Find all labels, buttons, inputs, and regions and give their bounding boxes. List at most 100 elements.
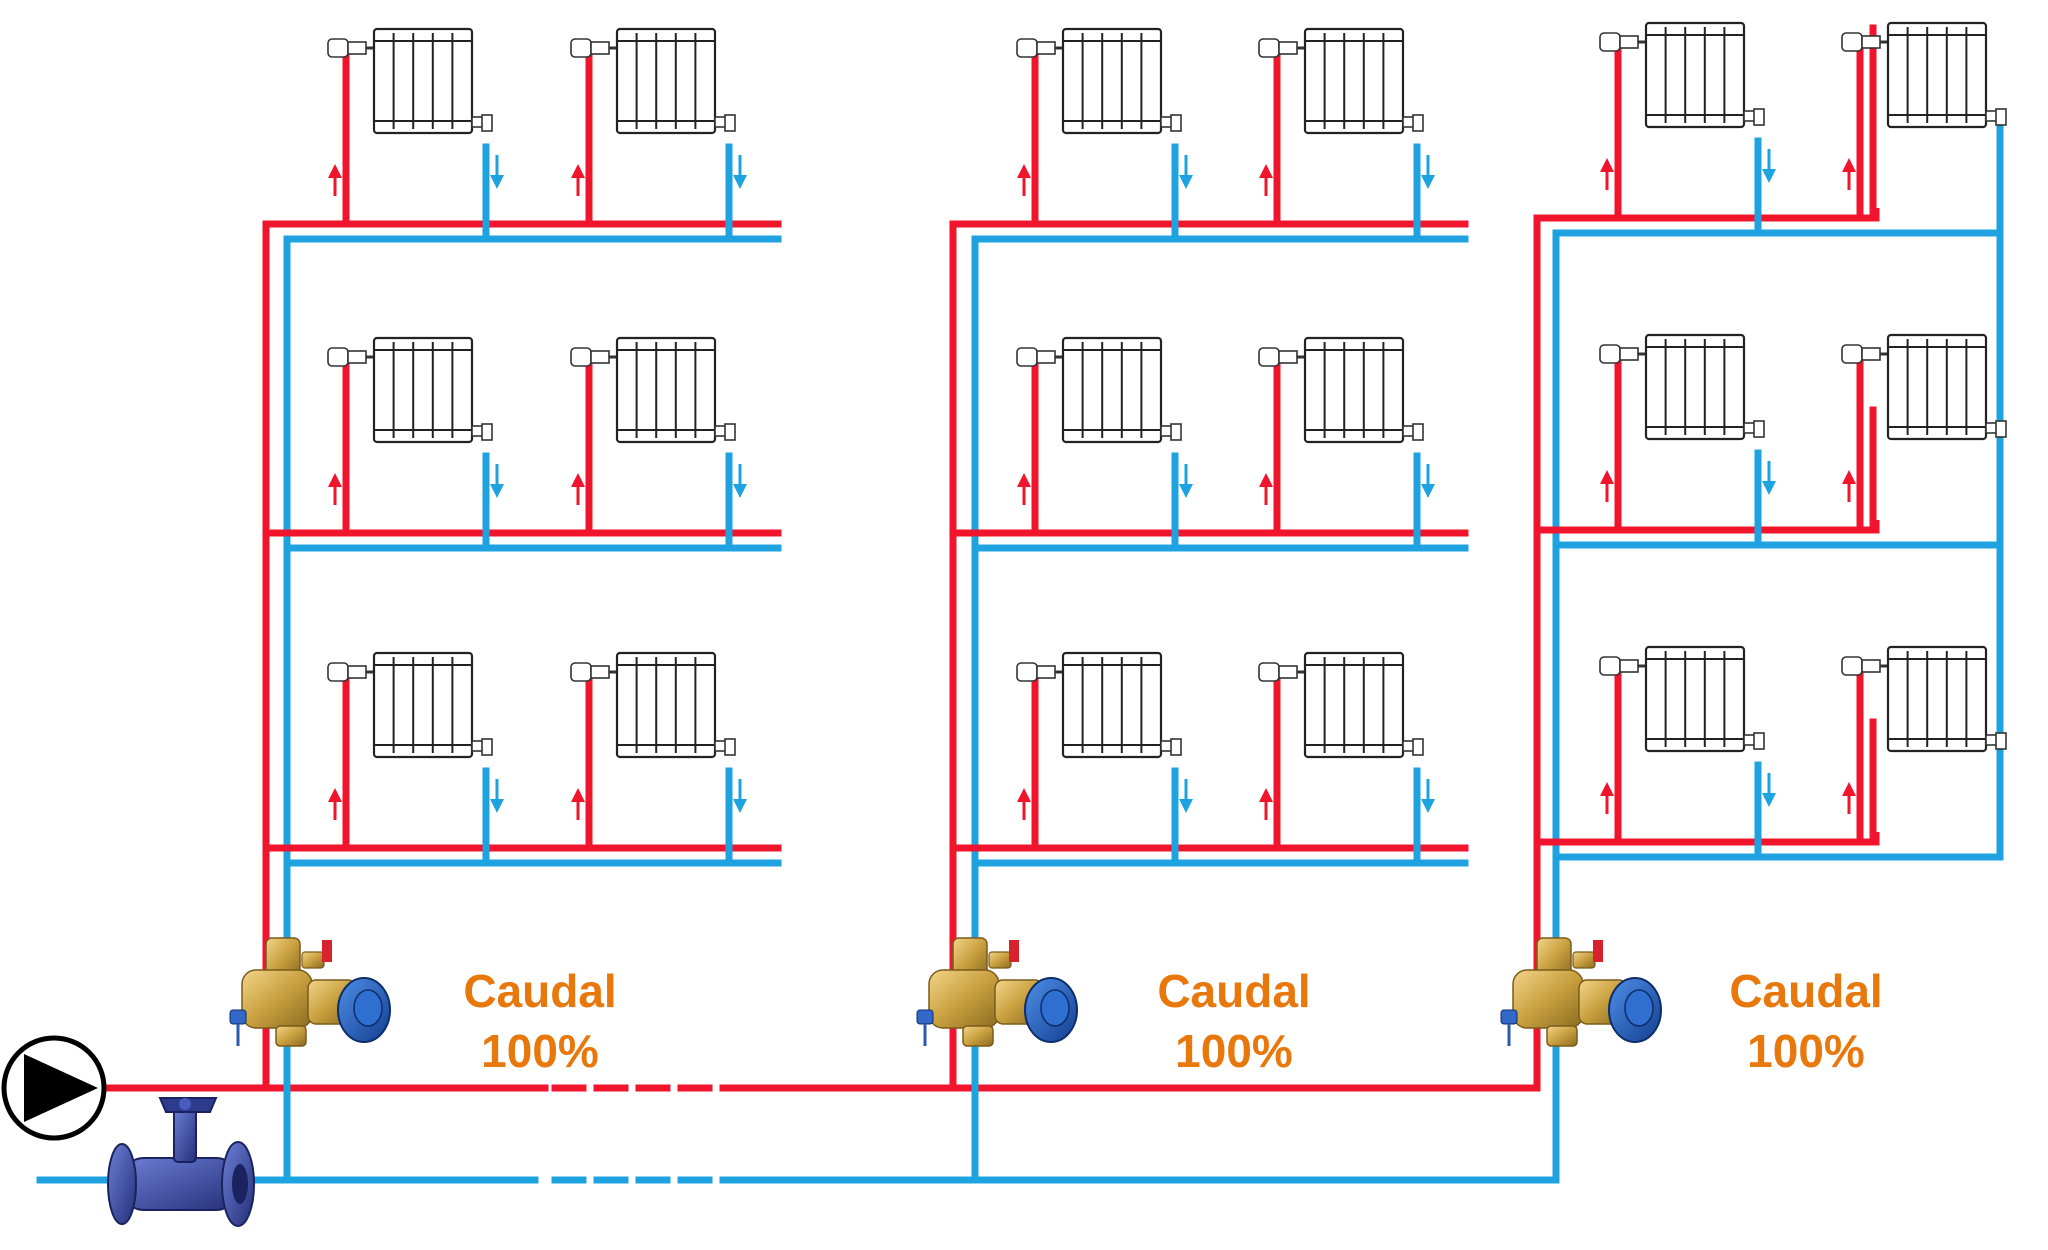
arrow-head	[328, 164, 342, 178]
arrow-head	[328, 473, 342, 487]
radiator-body	[1886, 333, 1988, 441]
radiator-body	[372, 27, 474, 135]
thermostatic-head-icon	[1016, 38, 1038, 58]
valve-body-icon	[347, 41, 367, 55]
radiator-body	[1303, 336, 1405, 444]
arrow-head	[1762, 793, 1776, 807]
radiator-body	[615, 651, 717, 759]
lockshield-cap	[1995, 732, 2007, 750]
arrow-head	[733, 799, 747, 813]
zone-3-flow-label-line2: 100%	[1747, 1025, 1865, 1077]
lockshield-cap	[1995, 108, 2007, 126]
pump-icon	[1, 1035, 107, 1141]
radiator-icon	[1258, 27, 1424, 135]
arrow-head	[733, 484, 747, 498]
zone-1-flow-label-line2: 100%	[481, 1025, 599, 1077]
valve-body-icon	[590, 41, 610, 55]
valve-body	[241, 969, 313, 1029]
thermostatic-head-icon	[570, 38, 592, 58]
arrow-down-icon	[1179, 464, 1193, 498]
arrow-down-icon	[1762, 149, 1776, 183]
arrow-head	[571, 164, 585, 178]
valve-body-icon	[1619, 347, 1639, 361]
thermostatic-head-icon	[1599, 656, 1621, 676]
arrow-up-icon	[328, 788, 342, 820]
flow-arrows	[328, 149, 1856, 820]
thermostatic-head-icon	[327, 347, 349, 367]
arrow-head	[1842, 782, 1856, 796]
arrow-head	[1179, 484, 1193, 498]
valve-body-icon	[1619, 659, 1639, 673]
thermostatic-head-icon	[570, 347, 592, 367]
valve-body	[928, 969, 1000, 1029]
differential-pressure-valve-icon	[1500, 937, 1662, 1047]
arrow-head	[1179, 799, 1193, 813]
radiator-icon	[1599, 21, 1765, 129]
valve-body	[1512, 969, 1584, 1029]
radiator-icon	[1599, 333, 1765, 441]
arrow-head	[1259, 473, 1273, 487]
pump-direction-triangle	[24, 1054, 98, 1122]
radiator-icon	[1258, 651, 1424, 759]
valve-handwheel-hub	[179, 1098, 191, 1110]
thermostatic-head-icon	[1258, 662, 1280, 682]
valve-outlet	[1546, 1025, 1578, 1047]
arrow-head	[571, 788, 585, 802]
lockshield-cap	[1412, 114, 1424, 132]
arrow-head	[328, 788, 342, 802]
radiator-icon	[1016, 336, 1182, 444]
arrow-up-icon	[1017, 788, 1031, 820]
arrow-head	[1421, 799, 1435, 813]
radiator-body	[615, 336, 717, 444]
arrow-up-icon	[1017, 473, 1031, 505]
radiator-body	[615, 27, 717, 135]
lockshield-cap	[1753, 732, 1765, 750]
thermostatic-head-icon	[1841, 32, 1863, 52]
valve-tag	[1009, 940, 1019, 962]
lockshield-cap	[724, 423, 736, 441]
arrow-up-icon	[1600, 470, 1614, 502]
radiator-icon	[1841, 333, 2007, 441]
valve-drain-handle	[916, 1009, 934, 1025]
valve-body-icon	[1861, 659, 1881, 673]
radiator-icon	[1016, 27, 1182, 135]
thermostatic-head-icon	[1258, 38, 1280, 58]
arrow-head	[1017, 473, 1031, 487]
valve-drain-handle	[1500, 1009, 1518, 1025]
valve-port	[301, 951, 325, 969]
radiator-icon	[1016, 651, 1182, 759]
arrow-down-icon	[1762, 461, 1776, 495]
valve-port	[988, 951, 1012, 969]
valve-body-icon	[1036, 350, 1056, 364]
lockshield-cap	[1170, 423, 1182, 441]
arrow-head	[1762, 481, 1776, 495]
radiator-body	[1061, 336, 1163, 444]
valve-port	[1572, 951, 1596, 969]
valve-body-icon	[347, 350, 367, 364]
lockshield-cap	[724, 738, 736, 756]
arrow-down-icon	[1421, 155, 1435, 189]
arrow-head	[1017, 164, 1031, 178]
arrow-down-icon	[1179, 779, 1193, 813]
arrow-head	[733, 175, 747, 189]
arrow-up-icon	[1842, 782, 1856, 814]
zone-2-flow-label-line2: 100%	[1175, 1025, 1293, 1077]
radiator-body	[1303, 651, 1405, 759]
radiator-body	[1061, 27, 1163, 135]
arrow-up-icon	[571, 788, 585, 820]
arrow-head	[490, 799, 504, 813]
radiator-body	[1061, 651, 1163, 759]
valve-tag	[1593, 940, 1603, 962]
valve-body-icon	[1861, 347, 1881, 361]
valve-outlet	[275, 1025, 307, 1047]
differential-pressure-valve-icon	[229, 937, 391, 1047]
radiator-body	[372, 336, 474, 444]
arrow-head	[1842, 158, 1856, 172]
arrow-up-icon	[1842, 158, 1856, 190]
flow-labels: Caudal 100% Caudal 100% Caudal 100%	[463, 965, 1882, 1077]
valve-body-icon	[1278, 41, 1298, 55]
arrow-down-icon	[490, 464, 504, 498]
arrow-up-icon	[328, 473, 342, 505]
arrow-head	[571, 473, 585, 487]
